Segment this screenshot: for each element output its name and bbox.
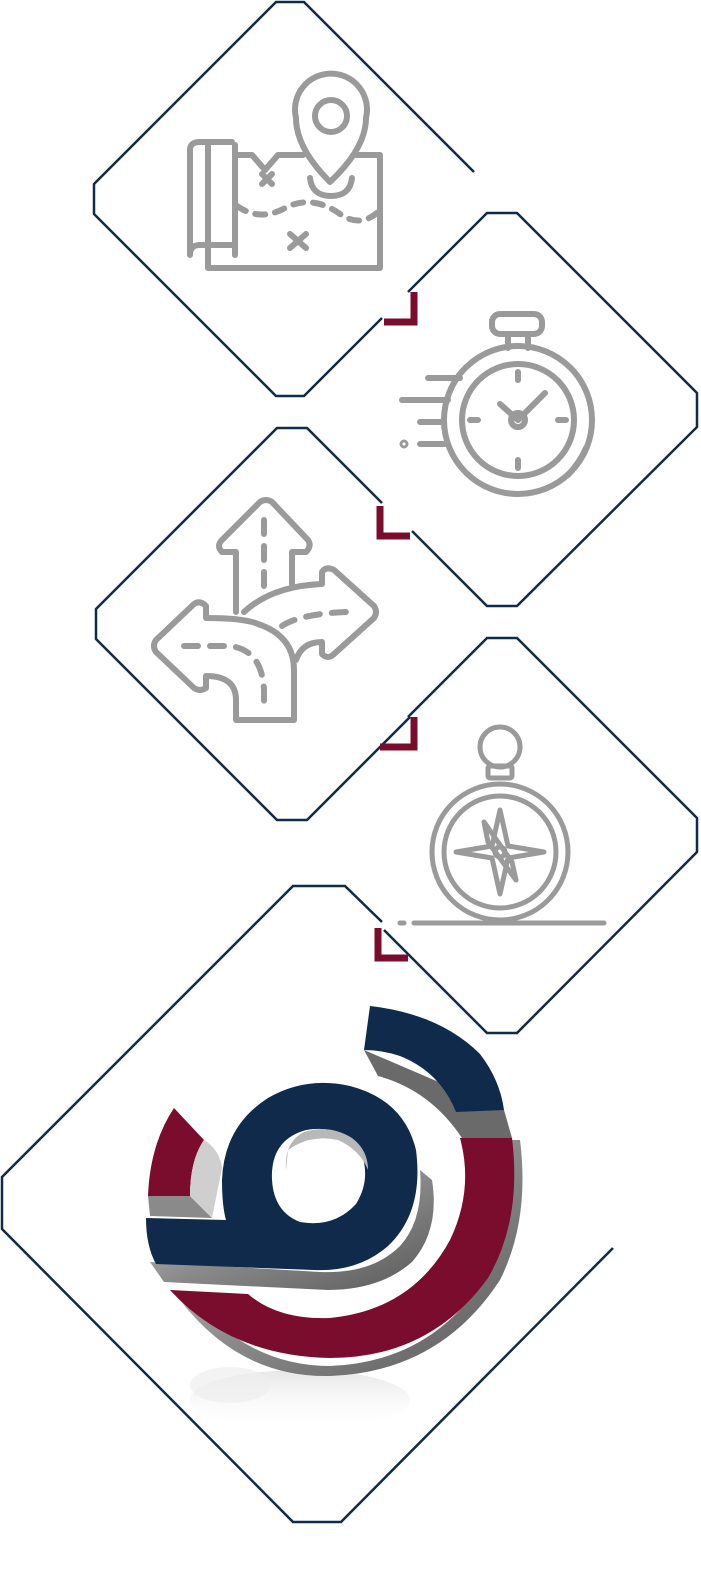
logo-crimson-wedge-extrusion <box>148 1196 212 1218</box>
tile-map-accent <box>384 292 418 326</box>
tile-stopwatch-frame <box>407 211 699 608</box>
logo-navy-ring <box>146 1082 418 1271</box>
brand-logo <box>146 1006 523 1430</box>
tile-compass-accent <box>374 928 408 962</box>
tile-stopwatch <box>376 211 699 608</box>
tile-map <box>92 0 475 398</box>
tile-map-frame <box>92 0 475 398</box>
logo-navy-arc-extrusion <box>364 1050 512 1138</box>
tile-logo-frame <box>0 884 614 1524</box>
logo-navy-ring-extrusion <box>150 1170 434 1290</box>
treasure-map-icon <box>187 70 383 271</box>
logo-crimson-arc <box>170 1138 515 1358</box>
tile-stopwatch-accent <box>376 506 410 540</box>
tile-compass <box>374 636 699 1035</box>
stopwatch-icon <box>399 311 595 497</box>
tile-compass-frame <box>383 636 699 1035</box>
compass-icon <box>397 724 607 926</box>
tile-crossroads-accent <box>380 717 418 751</box>
tile-crossroads-frame <box>94 426 411 822</box>
tile-logo <box>0 884 614 1524</box>
tile-crossroads <box>94 426 418 822</box>
logo-crimson-wedge <box>148 1108 204 1196</box>
crossroads-arrows-icon <box>151 497 379 723</box>
logo-navy-arc <box>364 1006 504 1112</box>
logo-ring-hole-extrusion <box>285 1129 368 1170</box>
